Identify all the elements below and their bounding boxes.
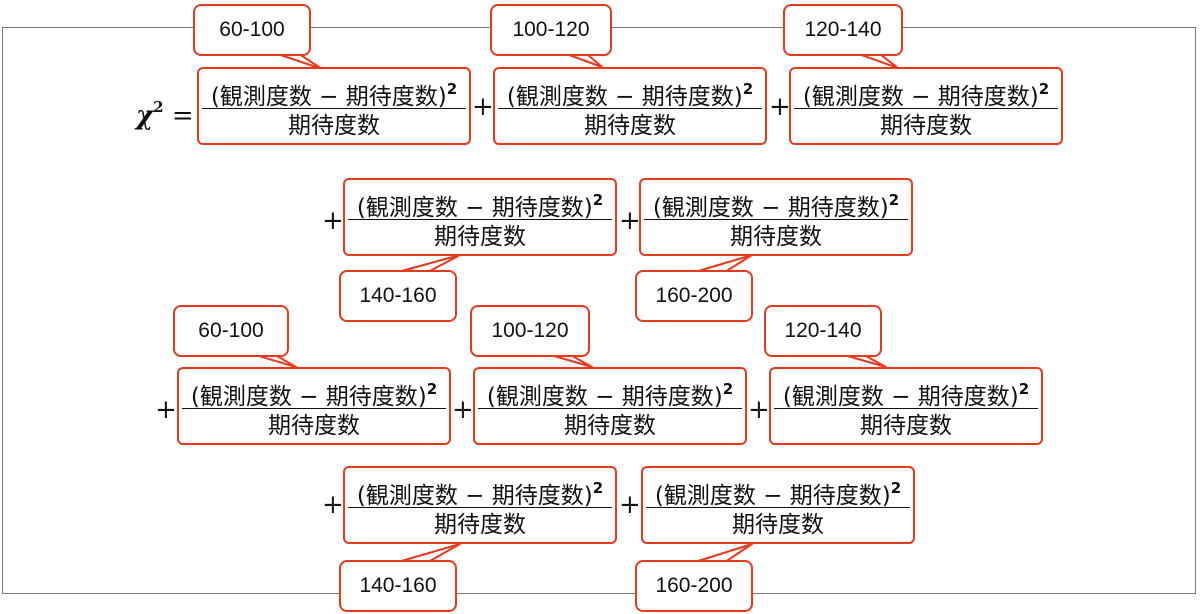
range-callout: 60-100 xyxy=(173,305,289,357)
plus-sign: + xyxy=(769,92,791,122)
range-callout: 160-200 xyxy=(635,270,753,322)
range-callout: 140-160 xyxy=(339,270,457,322)
range-callout: 140-160 xyxy=(339,560,457,612)
fraction-term-5: (観測度数 − 期待度数)2 期待度数 xyxy=(639,178,913,256)
term-numerator: (観測度数 − 期待度数) xyxy=(782,384,1019,410)
fraction-bar xyxy=(644,219,908,220)
term-numerator: (観測度数 − 期待度数) xyxy=(652,195,889,221)
range-callout: 100-120 xyxy=(490,4,612,56)
fraction-term-9: (観測度数 − 期待度数)2 期待度数 xyxy=(343,466,617,544)
chi-exponent: 2 xyxy=(153,98,164,116)
fraction-bar xyxy=(182,408,446,409)
fraction-term-10: (観測度数 − 期待度数)2 期待度数 xyxy=(641,466,915,544)
term-exponent: 2 xyxy=(426,380,438,398)
fraction-bar xyxy=(202,108,466,109)
term-exponent: 2 xyxy=(1018,380,1030,398)
term-numerator: (観測度数 − 期待度数) xyxy=(210,84,447,110)
plus-sign: + xyxy=(748,395,770,425)
term-exponent: 2 xyxy=(1038,80,1050,98)
fraction-term-4: (観測度数 − 期待度数)2 期待度数 xyxy=(343,178,617,256)
fraction-term-8: (観測度数 − 期待度数)2 期待度数 xyxy=(769,367,1043,445)
term-numerator: (観測度数 − 期待度数) xyxy=(506,84,743,110)
term-numerator: (観測度数 − 期待度数) xyxy=(802,84,1039,110)
fraction-bar xyxy=(478,408,742,409)
plus-sign: + xyxy=(619,490,641,520)
term-numerator: (観測度数 − 期待度数) xyxy=(356,195,593,221)
chi-symbol: χ xyxy=(136,101,154,131)
term-denominator: 期待度数 xyxy=(268,413,360,439)
term-exponent: 2 xyxy=(592,479,604,497)
plus-sign: + xyxy=(322,490,344,520)
fraction-bar xyxy=(348,219,612,220)
plus-sign: + xyxy=(452,395,474,425)
range-callout: 160-200 xyxy=(635,560,753,612)
fraction-term-6: (観測度数 − 期待度数)2 期待度数 xyxy=(177,367,451,445)
term-numerator: (観測度数 − 期待度数) xyxy=(190,384,427,410)
equals-sign: = xyxy=(171,101,194,131)
plus-sign: + xyxy=(322,206,344,236)
term-denominator: 期待度数 xyxy=(880,113,972,139)
plus-sign: + xyxy=(619,206,641,236)
fraction-bar xyxy=(774,408,1038,409)
fraction-bar xyxy=(348,507,612,508)
term-denominator: 期待度数 xyxy=(564,413,656,439)
fraction-term-1: (観測度数 − 期待度数)2 期待度数 xyxy=(197,67,471,145)
term-numerator: (観測度数 − 期待度数) xyxy=(486,384,723,410)
term-exponent: 2 xyxy=(446,80,458,98)
term-denominator: 期待度数 xyxy=(584,113,676,139)
term-denominator: 期待度数 xyxy=(732,512,824,538)
term-exponent: 2 xyxy=(722,380,734,398)
fraction-bar xyxy=(498,108,762,109)
term-denominator: 期待度数 xyxy=(434,224,526,250)
fraction-bar xyxy=(646,507,910,508)
range-callout: 100-120 xyxy=(470,305,590,357)
range-callout: 120-140 xyxy=(783,4,903,56)
range-callout: 60-100 xyxy=(193,4,311,56)
fraction-term-7: (観測度数 − 期待度数)2 期待度数 xyxy=(473,367,747,445)
plus-sign: + xyxy=(155,395,177,425)
term-denominator: 期待度数 xyxy=(434,512,526,538)
term-numerator: (観測度数 − 期待度数) xyxy=(654,483,891,509)
term-denominator: 期待度数 xyxy=(288,113,380,139)
fraction-bar xyxy=(794,108,1058,109)
term-exponent: 2 xyxy=(592,191,604,209)
term-denominator: 期待度数 xyxy=(860,413,952,439)
fraction-term-3: (観測度数 − 期待度数)2 期待度数 xyxy=(789,67,1063,145)
term-exponent: 2 xyxy=(888,191,900,209)
term-exponent: 2 xyxy=(890,479,902,497)
term-numerator: (観測度数 − 期待度数) xyxy=(356,483,593,509)
chi-square-lhs: χ2 = xyxy=(136,92,194,131)
term-exponent: 2 xyxy=(742,80,754,98)
fraction-term-2: (観測度数 − 期待度数)2 期待度数 xyxy=(493,67,767,145)
range-callout: 120-140 xyxy=(764,305,882,357)
plus-sign: + xyxy=(472,92,494,122)
term-denominator: 期待度数 xyxy=(730,224,822,250)
